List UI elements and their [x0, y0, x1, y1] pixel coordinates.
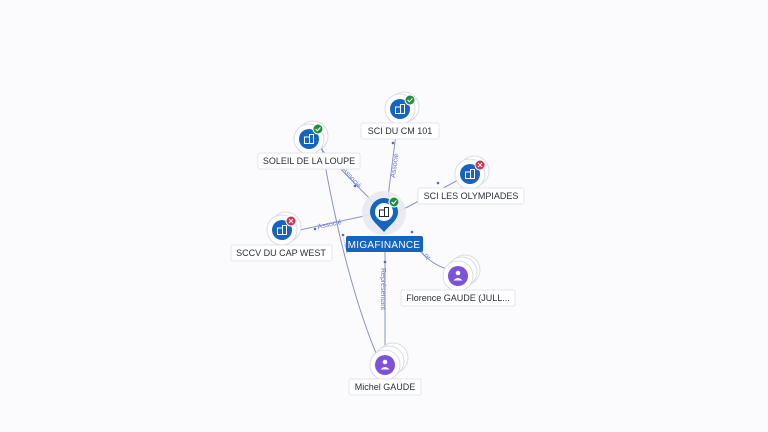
edge-arrow-soleil [353, 184, 357, 188]
closed-status-badge [474, 159, 486, 171]
edge-label-sccv: Associé [317, 219, 343, 231]
node-soleil-de-la-loupe[interactable]: SOLEIL DE LA LOUPE [257, 120, 361, 170]
node-label: SOLEIL DE LA LOUPE [263, 156, 355, 166]
building-icon [277, 225, 287, 235]
edge-label-michel-center: Représentant [379, 268, 386, 310]
node-center-migafinance[interactable]: MIGAFINANCE [346, 191, 423, 252]
building-icon [304, 134, 314, 144]
edge-arrow-sccv [313, 227, 317, 231]
check-icon [407, 98, 413, 103]
person-icon [453, 270, 463, 281]
node-label: SCI DU CM 101 [368, 126, 433, 136]
edge-sccv[interactable] [294, 214, 370, 232]
close-icon [288, 218, 294, 224]
edge-arrows [313, 141, 440, 264]
edge-arrow-michel-soleil [341, 233, 345, 237]
edge-arrow-michel [383, 260, 387, 264]
node-label-box [360, 122, 440, 140]
building-icon [465, 169, 475, 179]
node-label-box [257, 152, 361, 170]
edge-arrow-florence [410, 230, 414, 234]
active-status-badge [388, 196, 400, 208]
node-label: Michel GAUDE [355, 382, 416, 392]
closed-status-badge [285, 215, 297, 227]
node-sci-du-cm-101[interactable]: SCI DU CM 101 [360, 91, 440, 140]
check-icon [315, 127, 321, 132]
node-label-box [417, 187, 525, 205]
node-sci-les-olympiades[interactable]: SCI LES OLYMPIADES [417, 155, 525, 205]
edge-arrow-cm101 [391, 141, 395, 145]
edge-arrow-olymp [436, 181, 440, 185]
node-michel-gaude[interactable]: Michel GAUDE [348, 342, 422, 396]
node-circle [448, 266, 468, 286]
edge-michel-soleil[interactable] [321, 147, 379, 359]
building-icon [395, 104, 405, 114]
active-status-badge [404, 94, 416, 106]
active-status-badge [312, 123, 324, 135]
person-icon [380, 359, 390, 370]
node-florence-gaude[interactable]: Florence GAUDE (JULL... [400, 254, 516, 307]
center-label-box [346, 236, 423, 252]
edges [294, 117, 463, 359]
check-icon [391, 200, 397, 205]
edge-label-florence: ...nt [419, 248, 431, 262]
edge-label-soleil: Associé [341, 167, 363, 190]
node-label: Florence GAUDE (JULL... [406, 293, 510, 303]
node-label-box [230, 244, 333, 262]
node-sccv-du-cap-west[interactable]: SCCV DU CAP WEST [230, 211, 333, 262]
building-icon [379, 207, 389, 217]
edge-label-cm101: Associé [390, 153, 400, 178]
center-label: MIGAFINANCE [348, 240, 421, 251]
node-label: SCI LES OLYMPIADES [424, 191, 519, 201]
node-label-box [348, 378, 422, 396]
node-label-box [400, 289, 516, 307]
close-icon [477, 162, 483, 168]
node-label: SCCV DU CAP WEST [236, 248, 326, 258]
node-circle [375, 355, 395, 375]
